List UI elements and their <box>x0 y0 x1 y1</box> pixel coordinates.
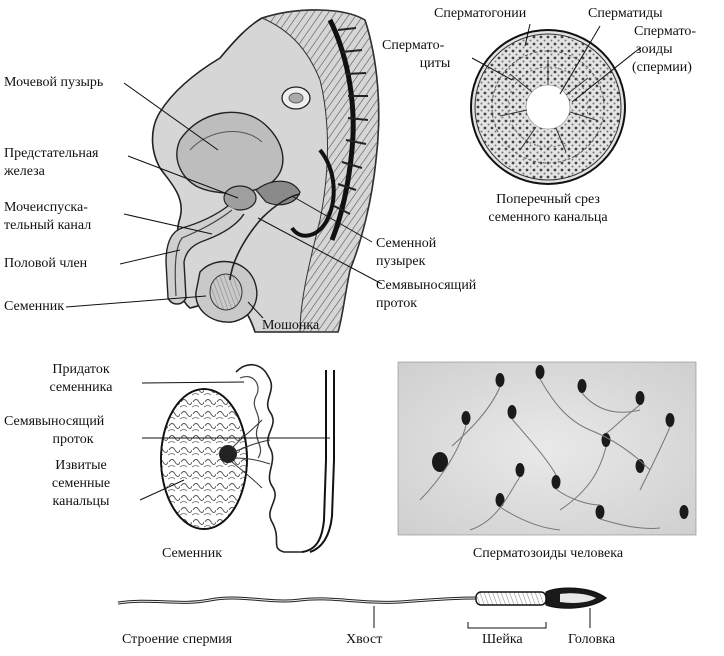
pelvic-section-illustration <box>151 9 380 333</box>
label-tubules-line3: канальцы <box>52 494 110 509</box>
label-seminal-vesicle-line2: пузырек <box>376 254 426 269</box>
label-seminal-vesicle-line1: Семенной <box>376 236 437 251</box>
label-tail: Хвост <box>346 632 383 647</box>
testis-caption: Семенник <box>161 546 223 561</box>
tubule-caption-line1: Поперечный срез <box>496 192 600 207</box>
sperm-micrograph <box>397 361 697 536</box>
label-spermatocytes-line2: циты <box>419 56 451 71</box>
testis-leader-lines <box>139 381 330 501</box>
label-spermatozoa-line1: Спермато- <box>634 24 697 39</box>
sperm-structure-diagram <box>117 587 608 609</box>
label-penis: Половой член <box>4 256 88 271</box>
label-testis-vas-line1: Семявыносящий <box>4 414 105 429</box>
tubule-cross-section <box>470 29 626 185</box>
label-scrotum: Мошонка <box>262 318 320 333</box>
label-testis-vas-line2: проток <box>52 432 94 447</box>
label-bladder: Мочевой пузырь <box>4 75 104 90</box>
label-spermatids: Сперматиды <box>588 6 663 21</box>
label-spermatozoa-line2: зоиды <box>636 42 673 57</box>
micrograph-caption: Сперматозоиды человека <box>472 546 624 561</box>
label-vas-deferens-line2: проток <box>376 296 418 311</box>
label-prostate-line2: железа <box>4 164 45 179</box>
tubule-leader-lines <box>471 23 641 103</box>
label-urethra-line1: Мочеиспуска- <box>4 200 88 215</box>
label-testis: Семенник <box>4 299 65 314</box>
label-epididymis-line2: семенника <box>49 380 113 395</box>
label-prostate-line1: Предстательная <box>4 146 99 161</box>
label-neck: Шейка <box>482 632 523 647</box>
label-urethra-line2: тельный канал <box>4 218 92 233</box>
label-spermatozoa-line3: (спермии) <box>632 60 692 75</box>
label-spermatocytes-line1: Сперматo- <box>382 38 445 53</box>
tubule-caption-line2: семенного канальца <box>488 210 608 225</box>
sperm-structure-caption: Строение спермия <box>122 632 233 647</box>
label-vas-deferens-line1: Семявыносящий <box>376 278 477 293</box>
label-spermatogonia: Сперматогонии <box>434 6 527 21</box>
pelvic-leader-lines <box>65 82 383 319</box>
label-tubules-line1: Извитые <box>55 458 107 473</box>
label-head: Головка <box>568 632 616 647</box>
sperm-cells-cluster <box>432 365 689 519</box>
label-epididymis-line1: Придаток <box>52 362 110 377</box>
testis-diagram <box>160 364 335 553</box>
sperm-leader-lines <box>373 606 591 629</box>
label-tubules-line2: семенные <box>51 476 111 491</box>
